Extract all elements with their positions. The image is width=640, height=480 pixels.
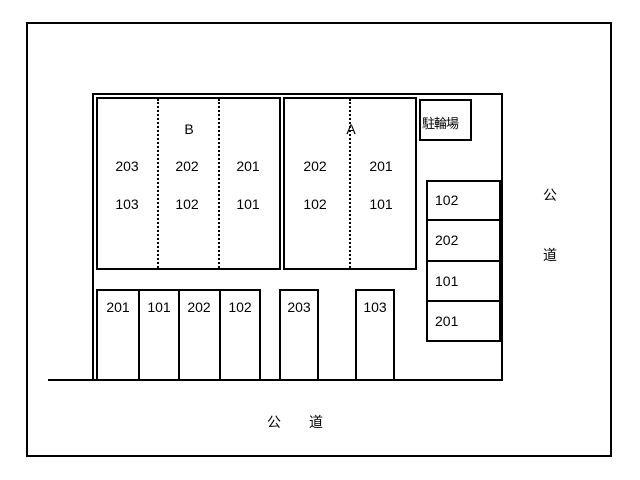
parking-space-bottom xyxy=(355,289,395,381)
building-a-room: 202 xyxy=(303,158,327,174)
road-edge-line xyxy=(48,379,503,381)
property-boundary-right xyxy=(501,93,503,381)
building-b xyxy=(96,97,281,270)
parking-space-bottom xyxy=(279,289,319,381)
bicycle-parking xyxy=(419,99,472,141)
building-a-room: 102 xyxy=(303,196,327,212)
building-b-name: B xyxy=(184,121,194,137)
property-boundary-left xyxy=(92,93,94,381)
building-b-room: 202 xyxy=(175,158,199,174)
building-a-name: A xyxy=(346,121,356,137)
building-b-divider-1 xyxy=(157,99,159,268)
road-label-right-2: 道 xyxy=(543,248,557,264)
parking-number: 101 xyxy=(147,299,171,315)
building-b-room: 201 xyxy=(236,158,260,174)
building-b-divider-2 xyxy=(218,99,220,268)
building-a-divider xyxy=(349,99,351,268)
bicycle-parking-label: 駐輪場 xyxy=(422,117,459,132)
parking-number: 202 xyxy=(187,299,211,315)
parking-space-right xyxy=(426,300,501,342)
building-a-room: 201 xyxy=(369,158,393,174)
building-a xyxy=(283,97,417,270)
parking-number: 101 xyxy=(435,273,459,289)
parking-number: 102 xyxy=(435,192,459,208)
property-boundary-top xyxy=(92,93,503,95)
building-b-room: 203 xyxy=(115,158,139,174)
outer-frame xyxy=(26,22,612,457)
road-label-right-1: 公 xyxy=(543,188,557,204)
building-b-room: 102 xyxy=(175,196,199,212)
building-b-room: 101 xyxy=(236,196,260,212)
parking-number: 102 xyxy=(228,299,252,315)
parking-number: 201 xyxy=(106,299,130,315)
parking-number: 203 xyxy=(287,299,311,315)
road-label-bottom: 公 道 xyxy=(267,415,323,431)
building-b-room: 103 xyxy=(115,196,139,212)
parking-number: 103 xyxy=(363,299,387,315)
parking-number: 202 xyxy=(435,232,459,248)
building-a-room: 101 xyxy=(369,196,393,212)
parking-space-bottom xyxy=(219,289,261,381)
parking-number: 201 xyxy=(435,313,459,329)
